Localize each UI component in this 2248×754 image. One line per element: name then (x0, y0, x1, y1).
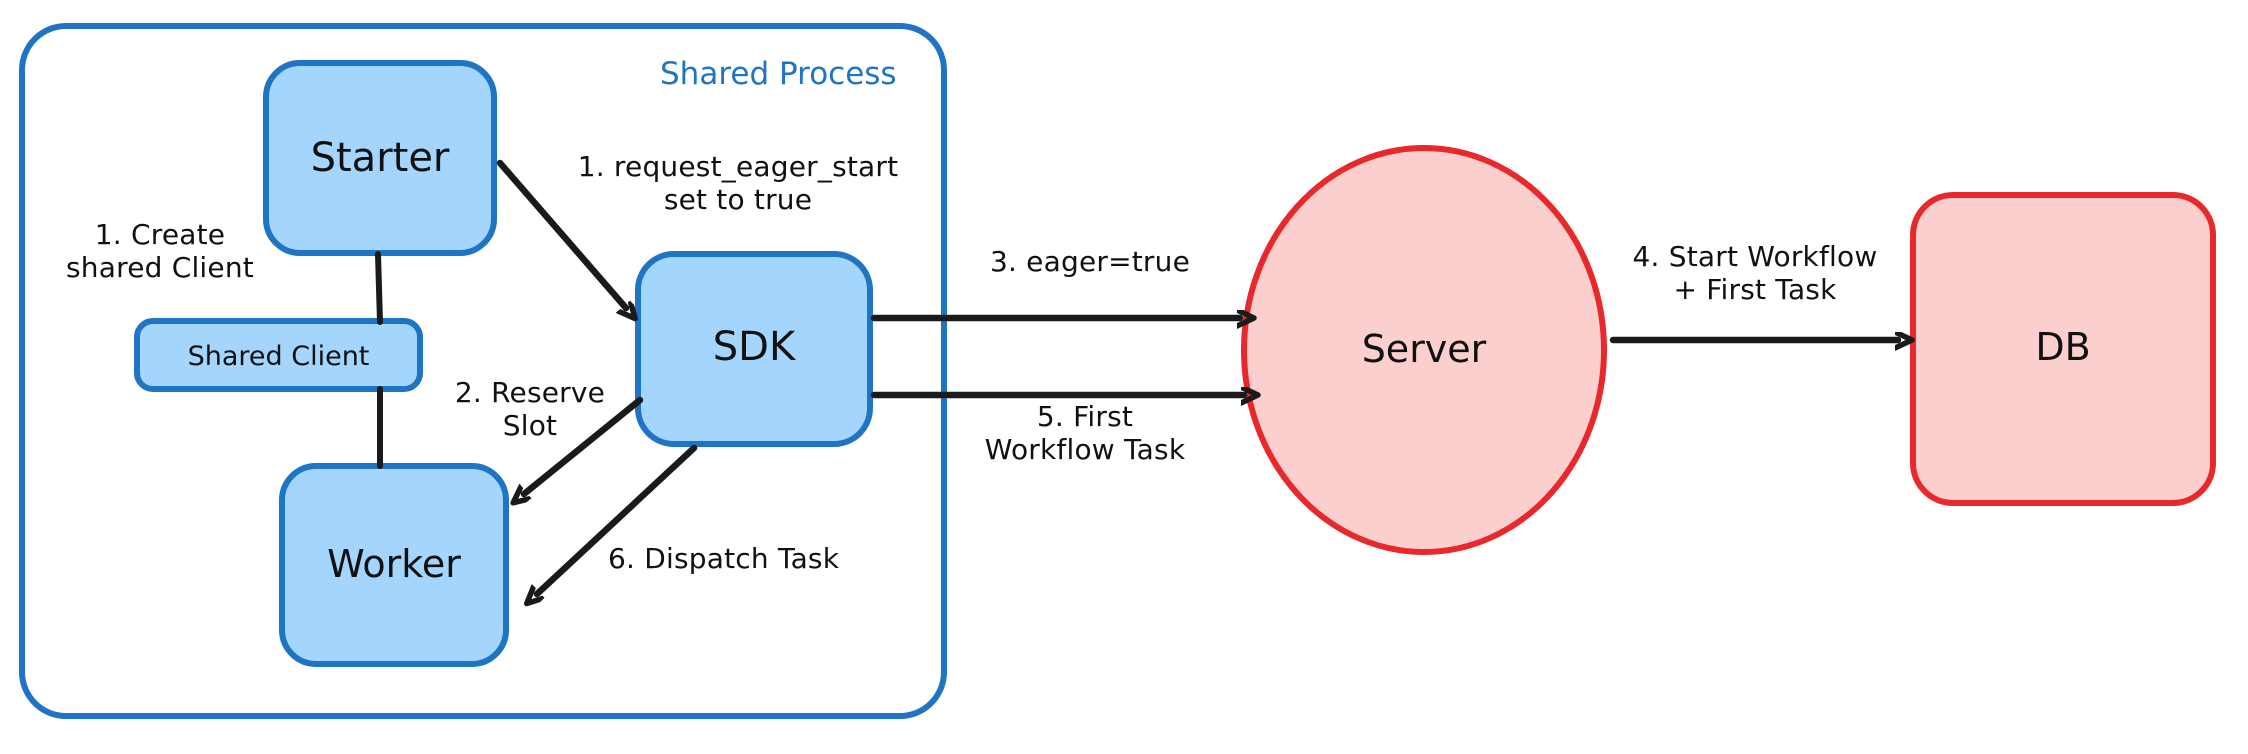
node-server-shape[interactable] (1241, 145, 1607, 555)
node-label-sdk: SDK (712, 324, 796, 370)
edge-dispatch-task-arrow (537, 444, 698, 594)
edge-label-eager-true: 3. eager=true (989, 245, 1191, 278)
edge-label-first-workflow-task: 5. First Workflow Task (984, 400, 1186, 467)
edge-eager-request-arrow (496, 159, 626, 308)
edge-reserve-slot-arrow (524, 396, 644, 494)
node-label-db: DB (2035, 325, 2091, 369)
node-worker-shape[interactable] (279, 463, 509, 667)
edge-label-create-shared-client: 1. Create shared Client (66, 218, 254, 285)
shared-process-title: Shared Process (660, 56, 897, 92)
node-sdk-shape[interactable] (635, 251, 873, 447)
edge-label-dispatch-task: 6. Dispatch Task (608, 542, 840, 575)
node-label-worker: Worker (327, 542, 461, 586)
edge-label-request-eager-start: 1. request_eager_start set to true (577, 150, 899, 217)
node-shared-client-shape[interactable] (134, 318, 423, 392)
edge-label-start-workflow-first-task: 4. Start Workflow + First Task (1632, 240, 1878, 307)
edge-create-shared-client-line (375, 251, 383, 325)
edge-label-reserve-slot: 2. Reserve Slot (454, 376, 606, 443)
node-label-starter: Starter (310, 135, 450, 181)
node-label-server: Server (1361, 327, 1487, 371)
shared-process-container (19, 23, 947, 719)
node-label-shared-client: Shared Client (187, 341, 370, 372)
